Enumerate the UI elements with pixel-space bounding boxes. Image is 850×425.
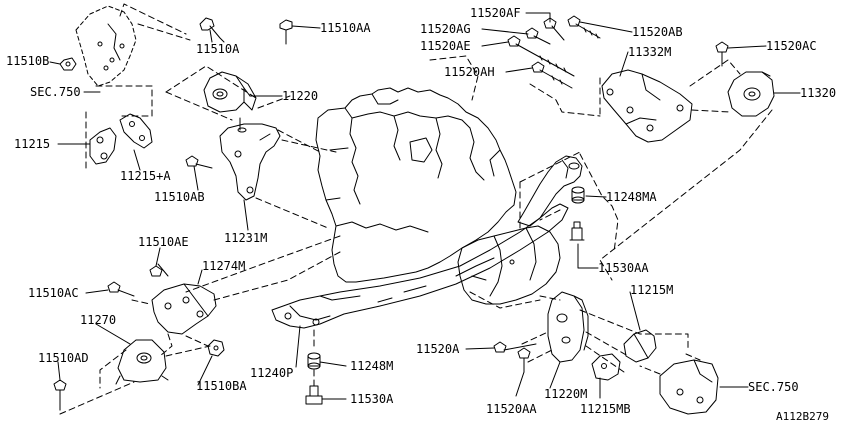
bolt-11520ab: [567, 15, 601, 39]
label-11530aa: 11530AA: [598, 261, 649, 275]
label-11520ae: 11520AE: [420, 39, 471, 53]
sec750-bottom-part: [659, 359, 719, 415]
bolt-11520ac: [715, 41, 729, 67]
label-11510b: 11510B: [6, 54, 50, 68]
mount-11270: [115, 339, 169, 385]
bolt-11520aa: [517, 347, 531, 373]
label-11248ma: 11248MA: [606, 190, 657, 204]
label-11332m: 11332M: [628, 45, 672, 59]
bracket-11215m: [623, 329, 657, 363]
label-11520ab: 11520AB: [632, 25, 683, 39]
stud-11530a: [305, 385, 323, 405]
bracket-11231m: [219, 117, 281, 201]
bolt-11510a: [199, 17, 225, 43]
label-sec750-top: SEC.750: [30, 85, 81, 99]
nut-11510b: [59, 57, 77, 71]
center-member: [271, 203, 569, 329]
upper-bracket: [517, 155, 583, 227]
label-11240p: 11240P: [250, 366, 294, 380]
label-11270: 11270: [80, 313, 117, 327]
bracket-11215mb: [591, 353, 621, 381]
bushing-11248ma: [571, 186, 585, 204]
leader-lines: [49, 12, 801, 400]
label-11510ae: 11510AE: [138, 235, 189, 249]
label-11520aa: 11520AA: [486, 402, 537, 416]
mount-11220: [203, 71, 257, 113]
label-11510ac: 11510AC: [28, 286, 79, 300]
bolt-11520af: [543, 17, 565, 41]
label-11215m: 11215M: [630, 283, 674, 297]
label-11274m: 11274M: [202, 259, 246, 273]
bolt-11510ab: [185, 155, 213, 169]
label-11510a: 11510A: [196, 42, 240, 56]
engine-block: [315, 87, 517, 283]
nut-11510ba: [207, 339, 225, 357]
label-11520ah: 11520AH: [444, 65, 495, 79]
label-11520ac: 11520AC: [766, 39, 817, 53]
label-11220m: 11220M: [544, 387, 588, 401]
bracket-11215a: [119, 113, 153, 149]
transmission: [457, 225, 561, 305]
bolt-11520ag: [525, 27, 551, 45]
label-11510ba: 11510BA: [196, 379, 247, 393]
label-sec750-bottom: SEC.750: [748, 380, 799, 394]
label-11530a: 11530A: [350, 392, 394, 406]
bracket-11274m: [151, 283, 217, 335]
label-11215mb: 11215MB: [580, 402, 631, 416]
label-11520af: 11520AF: [470, 6, 521, 20]
label-11510ad: 11510AD: [38, 351, 89, 365]
diagram-reference-code: A112B279: [776, 410, 829, 423]
label-11510ab: 11510AB: [154, 190, 205, 204]
label-11520ag: 11520AG: [420, 22, 471, 36]
bracket-11215: [89, 127, 117, 165]
bolt-11520a: [493, 341, 537, 353]
label-11248m: 11248M: [350, 359, 394, 373]
bushing-11248m: [307, 352, 321, 370]
label-11320: 11320: [800, 86, 837, 100]
label-11231m: 11231M: [224, 231, 268, 245]
dashed-guides: [59, 3, 773, 415]
bracket-11332m: [601, 69, 693, 143]
label-11220: 11220: [282, 89, 319, 103]
bolt-11510ae: [149, 263, 169, 277]
label-11215: 11215: [14, 137, 51, 151]
label-11510aa: 11510AA: [320, 21, 371, 35]
bolt-11520ah: [531, 61, 573, 89]
bolt-11510aa: [279, 19, 293, 45]
bolt-11520ae: [507, 35, 575, 77]
label-11215a: 11215+A: [120, 169, 171, 183]
label-11520a: 11520A: [416, 342, 460, 356]
stud-11530aa: [569, 221, 585, 241]
mount-11320: [727, 71, 775, 117]
bolt-11510ac-left: [107, 281, 135, 297]
top-left-bracket: [75, 5, 137, 87]
mount-11220m: [547, 291, 589, 363]
